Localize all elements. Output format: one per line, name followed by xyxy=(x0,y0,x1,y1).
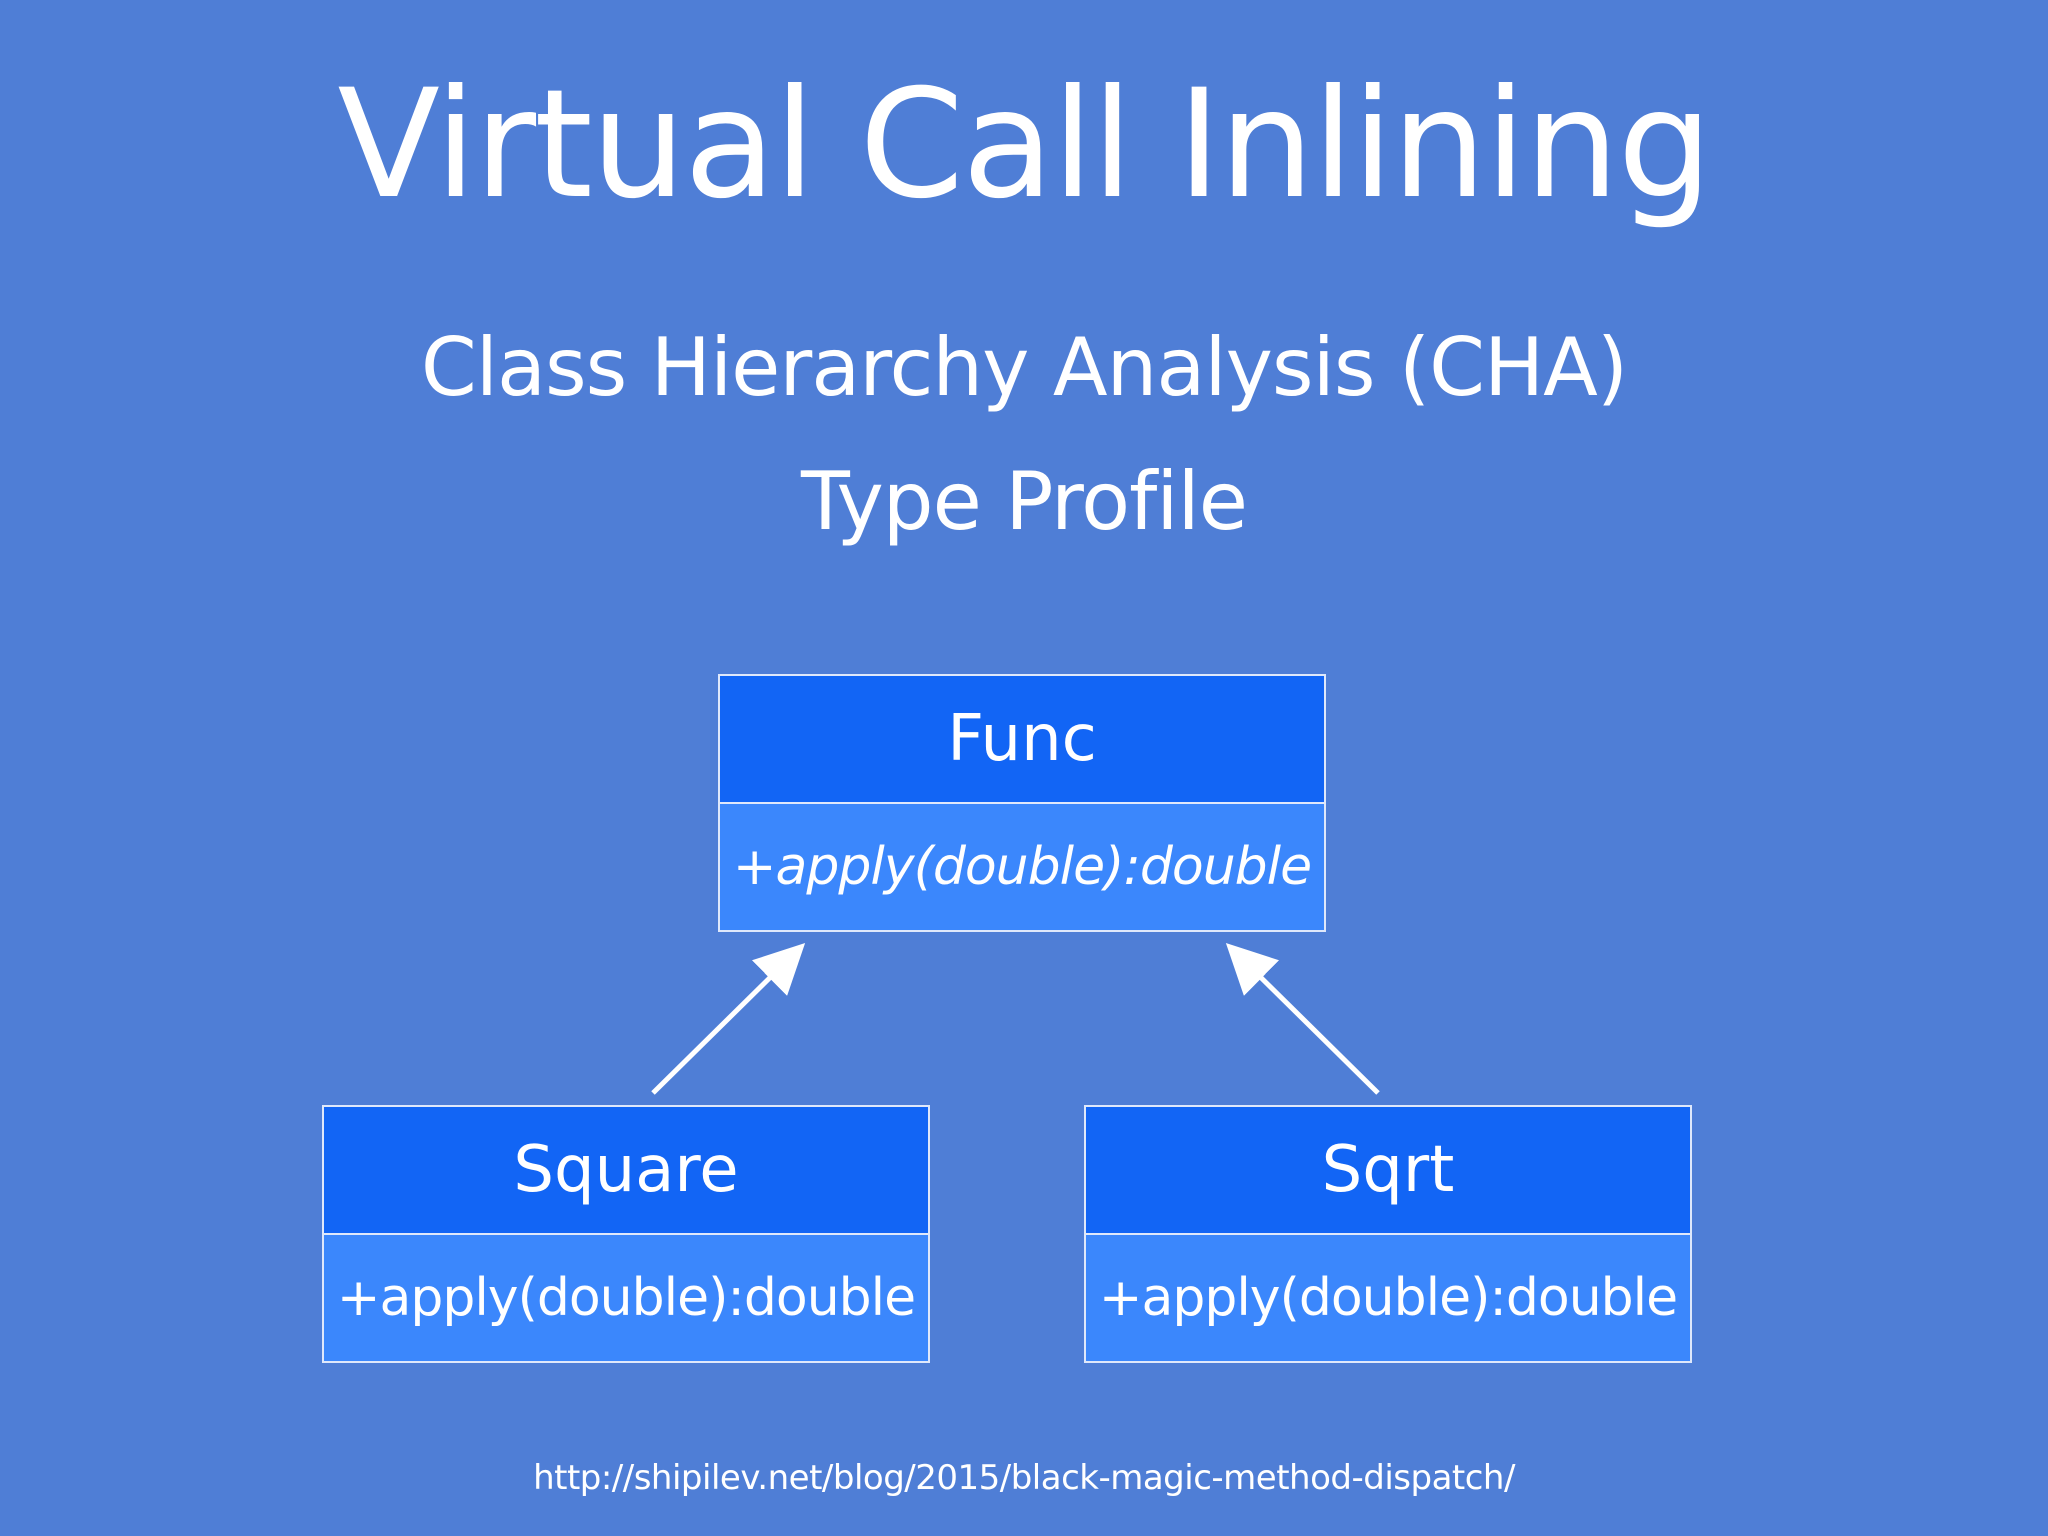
arrow-square-to-func xyxy=(651,942,806,1095)
class-box-sqrt: Sqrt +apply(double):double xyxy=(1084,1105,1692,1363)
class-method-sqrt: +apply(double):double xyxy=(1086,1235,1690,1361)
class-method-square: +apply(double):double xyxy=(324,1235,928,1361)
class-box-square: Square +apply(double):double xyxy=(322,1105,930,1363)
class-name-square: Square xyxy=(324,1107,928,1235)
subtitle-cha: Class Hierarchy Analysis (CHA) xyxy=(420,321,1628,414)
class-name-func: Func xyxy=(720,676,1324,804)
class-name-sqrt: Sqrt xyxy=(1086,1107,1690,1235)
subtitle-type-profile: Type Profile xyxy=(801,455,1248,548)
reference-url: http://shipilev.net/blog/2015/black-magi… xyxy=(533,1458,1515,1498)
slide-title: Virtual Call Inlining xyxy=(337,58,1712,232)
class-box-func: Func +apply(double):double xyxy=(718,674,1326,932)
class-method-func: +apply(double):double xyxy=(720,804,1324,930)
arrow-sqrt-to-func xyxy=(1225,942,1380,1095)
